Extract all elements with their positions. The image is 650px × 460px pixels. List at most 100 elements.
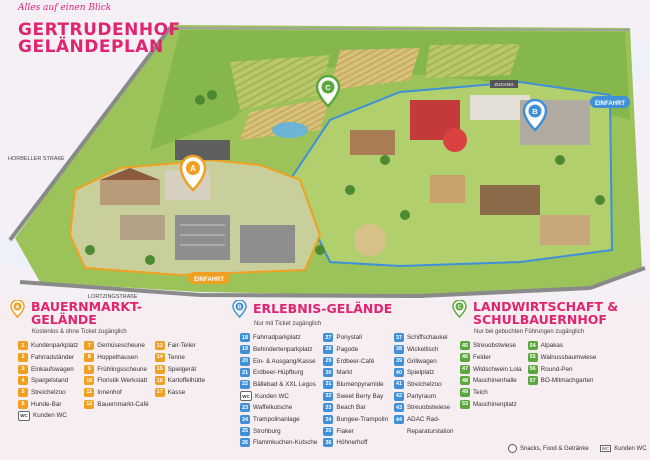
legend-c-title-1: LANDWIRTSCHAFT & xyxy=(473,299,619,314)
legend-number-badge: 27 xyxy=(323,333,334,343)
legend-number-badge: 48 xyxy=(460,376,470,386)
wc-icon: WC xyxy=(599,445,612,452)
legend-b-subtitle: Nur mit Ticket zugänglich xyxy=(254,321,322,327)
legend-item-label: Höhnerhoff xyxy=(336,439,368,447)
legend-item-label: Fahrradparkplatz xyxy=(253,334,301,342)
legend-item-label: Fahrradständer xyxy=(31,353,75,361)
road-label-horbeller: HORBELLER STRAßE xyxy=(8,156,65,162)
legend-item-label: Kundenparkplatz xyxy=(31,342,79,350)
legend-item-label: Strohburg xyxy=(253,427,281,435)
legend-item-label: Erdbeer-Café xyxy=(336,357,375,365)
legend-number-badge: 35 xyxy=(323,426,334,436)
zone-pin-c[interactable]: C xyxy=(315,74,341,108)
sweet-berry-bay xyxy=(540,215,590,245)
legend-a-title-1: BAUERNMARKT- xyxy=(31,299,142,314)
key-snacks-label: Snacks, Food & Getränke xyxy=(520,445,589,452)
legend-item-label: Fair-Teiler xyxy=(167,342,196,350)
legend-item-label: Einkaufswagen xyxy=(31,365,74,373)
legend-number-badge: 3 xyxy=(18,364,28,374)
zone-pin-a[interactable]: A xyxy=(179,154,207,192)
legend-item-label: Pagode xyxy=(336,345,359,353)
legend-item-label: Walnussbaumwiese xyxy=(540,353,597,361)
legend-item-label: ADAC Rad- xyxy=(406,416,440,423)
legend-item-label: Bauernmarkt-Café xyxy=(97,400,149,408)
wc-icon: WC xyxy=(18,410,30,421)
legend-number-badge: 34 xyxy=(323,415,334,424)
legend-number-badge: 49 xyxy=(460,387,470,397)
zone-pin-b[interactable]: B xyxy=(522,98,548,132)
legend-number-badge: 18 xyxy=(240,333,250,343)
building-tenne xyxy=(120,215,165,240)
entrance-label-bottom: EINFAHRT xyxy=(194,277,224,283)
legend-number-badge: 12 xyxy=(84,399,95,409)
legend-number-badge: 37 xyxy=(393,333,404,343)
legend-item: Reparaturstation xyxy=(394,427,454,436)
road-label-lortzing: LORTZINGSTRAßE xyxy=(88,294,138,300)
legend-item-label: Wickeltisch xyxy=(406,345,439,353)
legend-number-badge: 28 xyxy=(323,344,334,354)
legend-number-badge: 1 xyxy=(18,341,28,351)
legend-number-badge: 38 xyxy=(393,344,404,354)
legend-number-badge: 17 xyxy=(154,387,165,397)
key-wc-label: Kunden WC xyxy=(614,445,647,452)
legend-number-badge: 6 xyxy=(18,399,28,409)
legend-number-badge: 43 xyxy=(393,403,404,413)
parking-lot xyxy=(175,215,230,260)
legend-c-subtitle: Nur bei gebuchten Führungen zugänglich xyxy=(474,329,585,335)
road-horbeller xyxy=(8,26,172,242)
legend-number-badge: 29 xyxy=(323,356,334,366)
road-north xyxy=(169,27,631,31)
snacks-icon xyxy=(508,444,517,453)
legend-number-badge: 31 xyxy=(323,379,334,389)
pin-a-letter: A xyxy=(16,305,20,311)
field-rows xyxy=(425,44,520,78)
legend-item-label: Hunde-Bar xyxy=(31,400,62,408)
legend-item-label: Hoppelhausen xyxy=(97,353,138,361)
title-line-2: GELÄNDEPLAN xyxy=(18,37,164,57)
legend-item-label: Blumenpyramide xyxy=(336,380,384,388)
legend-number-badge: 44 xyxy=(393,415,404,424)
legend-item-label: Sweet Berry Bay xyxy=(336,392,384,400)
page-title: GERTRUDENHOF GELÄNDEPLAN xyxy=(18,22,181,56)
parking-lines xyxy=(180,224,225,246)
pin-a-icon: A xyxy=(10,300,25,318)
legend-number-badge: 46 xyxy=(460,352,470,362)
legend-b-title: ERLEBNIS-GELÄNDE xyxy=(253,301,393,316)
parking-lot-2 xyxy=(240,225,295,263)
legend-number-badge: 26 xyxy=(240,438,250,448)
legend-item-label: Ponystall xyxy=(336,334,362,342)
legend-number-badge: 21 xyxy=(240,368,250,378)
legend-item-label: Streichelzoo xyxy=(31,388,66,396)
legend-number-badge: 4 xyxy=(18,376,28,386)
